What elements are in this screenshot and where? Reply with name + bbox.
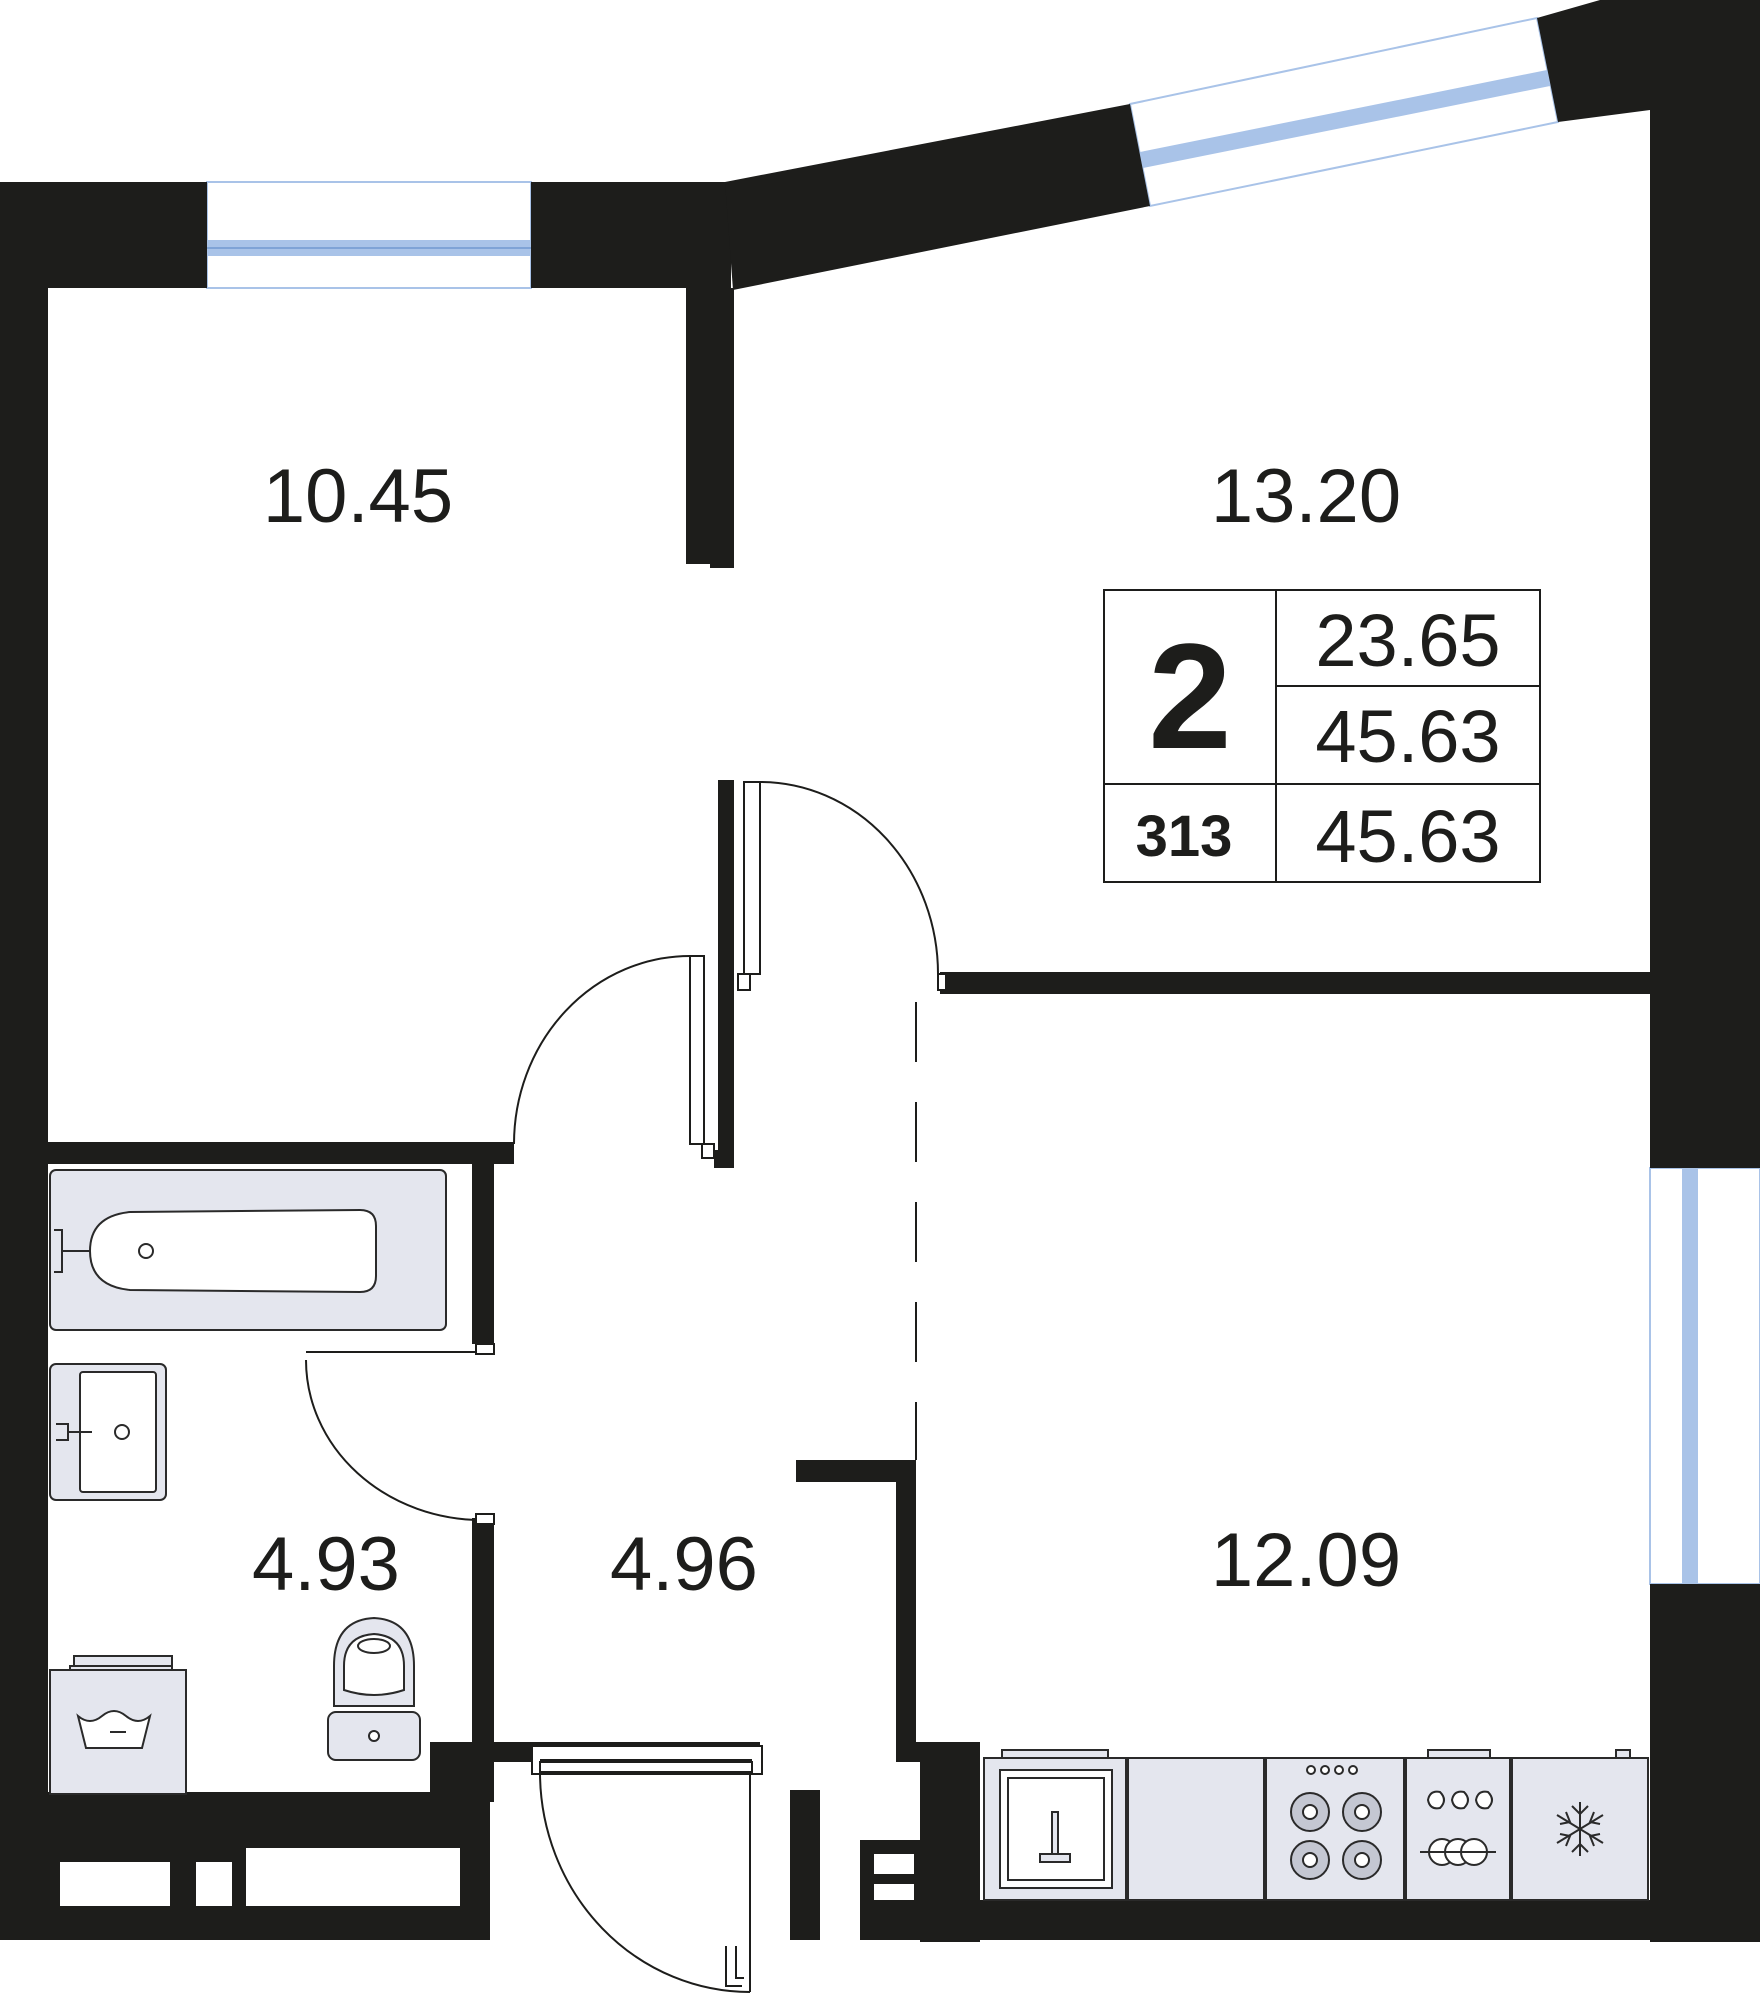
door-entrance <box>531 1745 763 1993</box>
living-area-value: 23.65 <box>1315 599 1500 682</box>
room-area-kitchen: 12.09 <box>1211 1518 1401 1603</box>
total-area-with-balcony-value: 45.63 <box>1315 795 1500 878</box>
washing-machine-icon <box>49 1655 187 1795</box>
kitchen-sink-icon <box>983 1749 1127 1901</box>
door-bathroom <box>305 1343 495 1525</box>
wall-niches <box>60 1848 914 1906</box>
toilet-icon <box>327 1616 421 1761</box>
room-area-hallway: 4.96 <box>610 1522 758 1607</box>
rooms-count: 2 <box>1148 612 1231 780</box>
apartment-number: 313 <box>1136 804 1233 869</box>
fridge-icon <box>1511 1749 1649 1901</box>
window-kitchen <box>1649 1167 1760 1585</box>
cooktop-icon <box>1265 1757 1405 1901</box>
room-area-bedroom: 10.45 <box>263 454 453 539</box>
door-bedroom <box>513 955 715 1159</box>
apartment-summary-box: 2 313 23.65 45.63 45.63 <box>1103 589 1541 883</box>
room-area-bathroom: 4.93 <box>252 1522 400 1607</box>
total-area-value: 45.63 <box>1315 695 1500 778</box>
window-living-room <box>1128 16 1560 208</box>
bathtub-icon <box>49 1169 447 1331</box>
oven-icon <box>1405 1749 1511 1901</box>
counter-segment <box>1127 1757 1265 1901</box>
room-area-living-room: 13.20 <box>1211 454 1401 539</box>
window-bedroom <box>206 181 532 289</box>
sink-icon <box>49 1363 167 1501</box>
door-living-room <box>737 781 947 991</box>
walls <box>0 0 1760 1942</box>
